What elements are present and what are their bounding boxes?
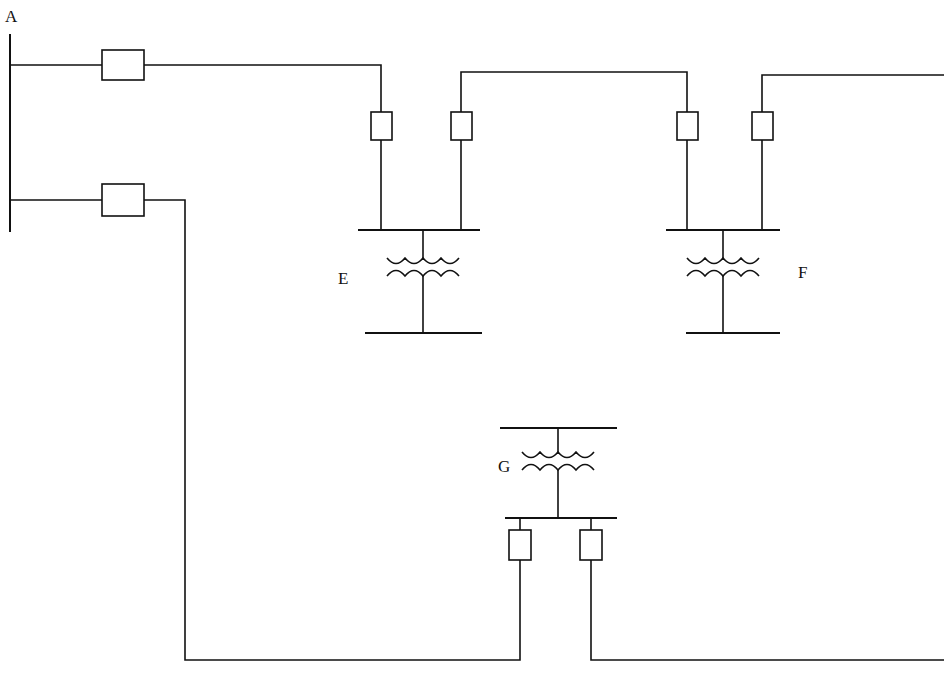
wire	[722, 276, 724, 333]
wire	[422, 230, 424, 258]
circuit-breaker	[102, 50, 144, 80]
bus-bar	[686, 332, 780, 334]
circuit-breaker	[752, 112, 773, 140]
circuit-breaker	[580, 530, 602, 560]
transformer-winding	[687, 258, 759, 264]
wire	[422, 276, 424, 333]
transformer-winding	[387, 271, 459, 277]
transformer-label: G	[498, 458, 510, 475]
transformer-symbol	[522, 428, 594, 518]
wire	[381, 72, 687, 230]
transformer-label: F	[798, 264, 807, 281]
transformer-symbol	[687, 230, 759, 333]
bus-label: A	[5, 8, 17, 25]
wire	[722, 230, 724, 258]
wire	[520, 518, 944, 660]
wire	[557, 428, 559, 452]
circuit-breaker	[371, 112, 392, 140]
circuit-breaker	[102, 184, 144, 216]
circuit-breaker	[509, 530, 531, 560]
circuit-breaker	[677, 112, 698, 140]
wire	[557, 470, 559, 518]
circuit-breaker	[451, 112, 472, 140]
transformer-symbol	[387, 230, 459, 333]
wire	[687, 75, 944, 230]
bus-bar	[9, 34, 11, 232]
transformer-label: E	[338, 270, 348, 287]
transformer-winding	[522, 452, 594, 458]
wire	[10, 65, 381, 112]
transformer-winding	[687, 271, 759, 277]
bus-bar	[505, 517, 617, 519]
wire	[10, 200, 520, 660]
transformer-winding	[522, 465, 594, 471]
bus-bar	[358, 229, 480, 231]
transformer-winding	[387, 258, 459, 264]
